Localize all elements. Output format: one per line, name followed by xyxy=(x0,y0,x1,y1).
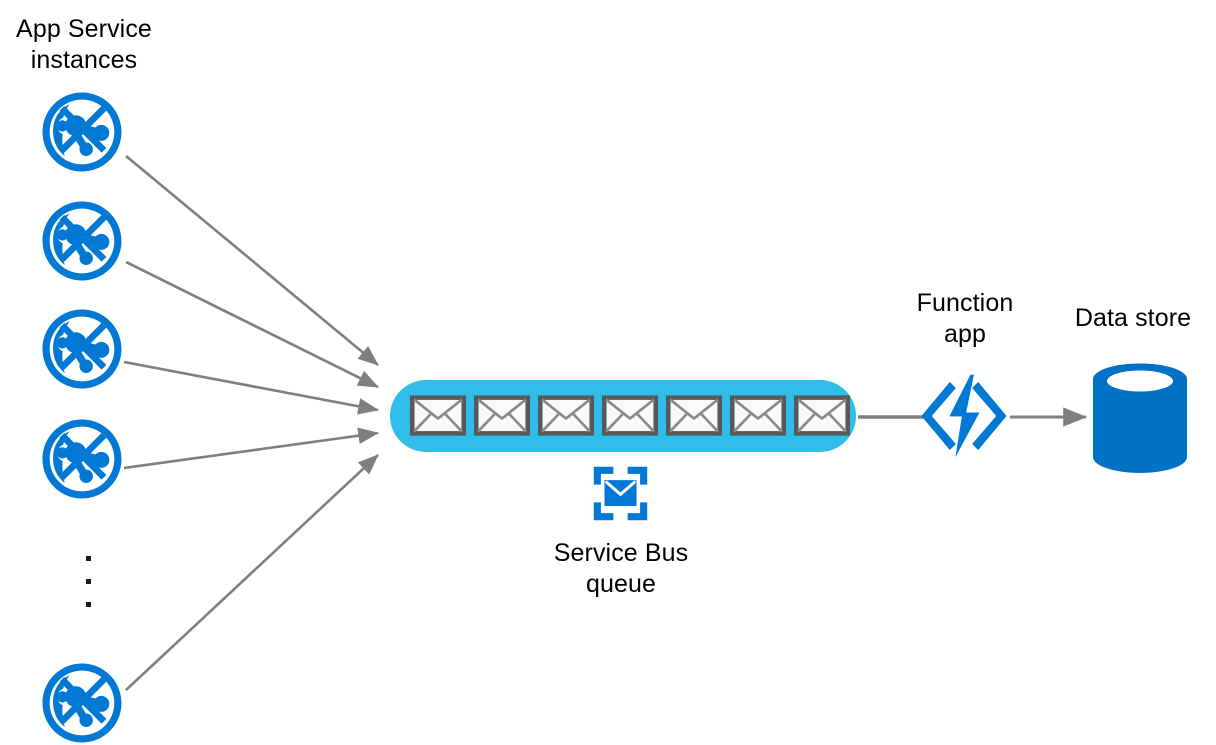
envelope-icon xyxy=(540,398,591,434)
service-bus-queue-label: Service Bus queue xyxy=(553,539,689,598)
app-service-globe-icon[interactable] xyxy=(42,92,122,172)
envelope-icon xyxy=(732,398,783,434)
connector-app-service-3-to-queue xyxy=(123,360,380,415)
envelope-icon xyxy=(796,398,847,434)
function-app-label: Function app xyxy=(916,289,1014,348)
service-bus-queue-node[interactable] xyxy=(390,380,856,452)
azure-function-lightning-icon[interactable] xyxy=(921,374,1007,458)
connector-app-service-4-to-queue xyxy=(123,427,380,470)
app-service-globe-icon[interactable] xyxy=(42,663,122,743)
queue-messages xyxy=(412,398,847,434)
envelope-icon xyxy=(668,398,719,434)
app-service-instances-label: App Service instances xyxy=(16,15,152,74)
database-cylinder-icon[interactable] xyxy=(1093,363,1187,473)
data-store-label: Data store xyxy=(1074,304,1192,332)
ellipsis-dot xyxy=(86,602,91,607)
connector-app-service-5-to-queue xyxy=(125,454,379,691)
connector-app-service-2-to-queue xyxy=(125,260,379,389)
app-service-ellipsis xyxy=(86,556,91,607)
app-service-globe-icon[interactable] xyxy=(42,201,122,281)
envelope-icon xyxy=(604,398,655,434)
connector-app-service-1-to-queue xyxy=(125,154,379,367)
ellipsis-dot xyxy=(86,556,91,561)
envelope-icon xyxy=(412,398,463,434)
app-service-instances-group xyxy=(42,92,122,743)
connector-group-app-service-to-queue xyxy=(123,154,380,691)
app-service-globe-icon[interactable] xyxy=(42,419,122,499)
envelope-icon xyxy=(476,398,527,434)
app-service-globe-icon[interactable] xyxy=(42,309,122,389)
ellipsis-dot xyxy=(86,579,91,584)
service-bus-envelope-icon xyxy=(592,465,649,522)
